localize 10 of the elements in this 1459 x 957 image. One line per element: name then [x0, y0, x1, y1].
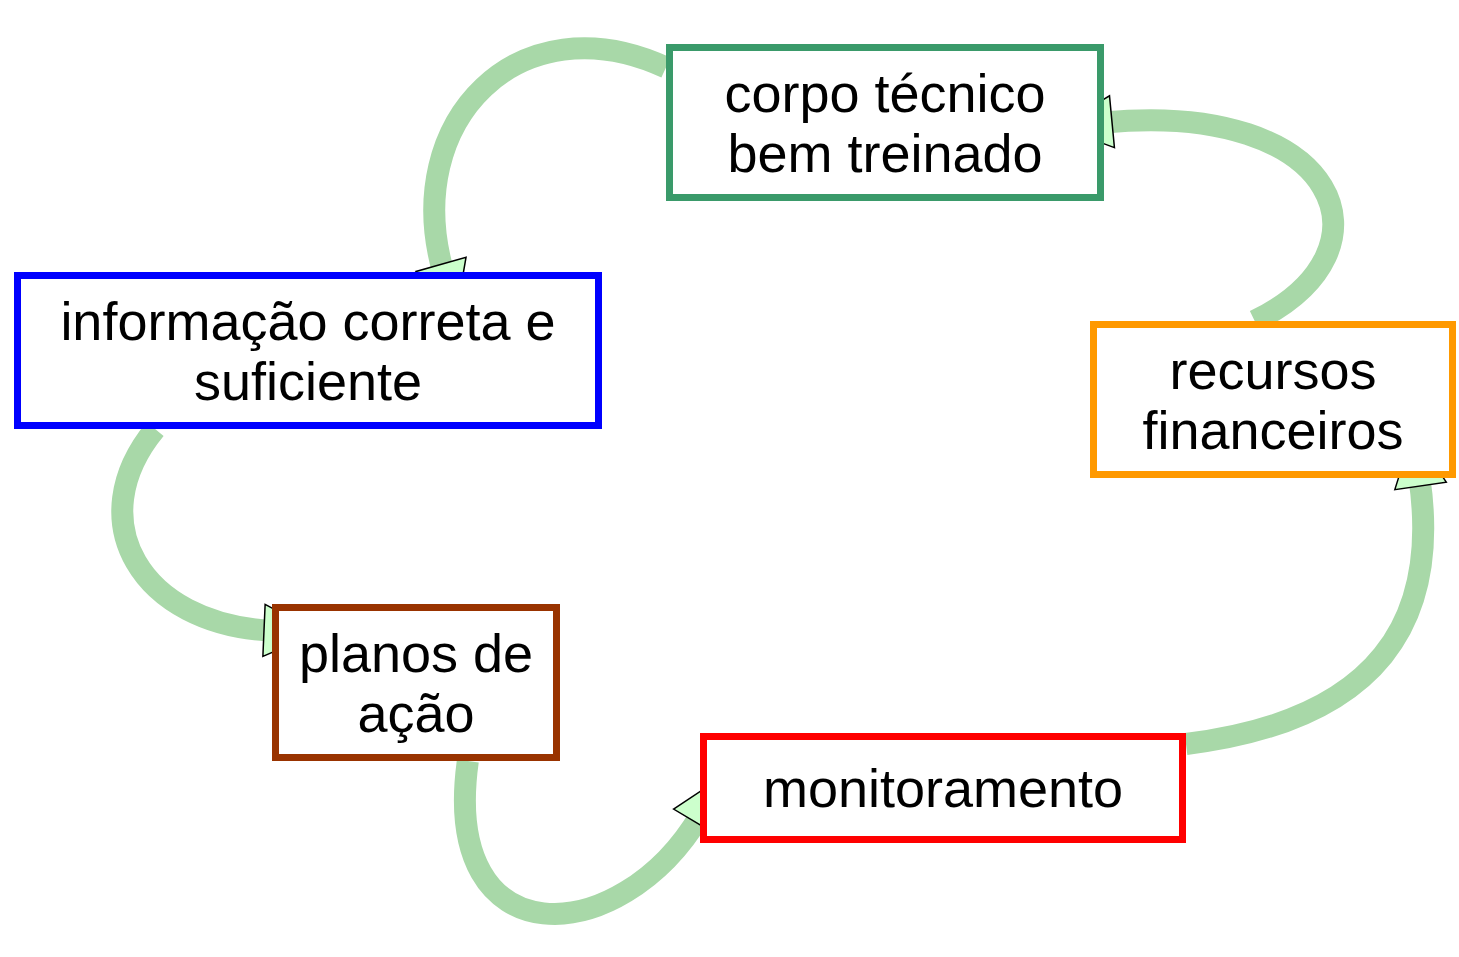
- box-label: informação correta e suficiente: [59, 290, 557, 411]
- box-label: monitoramento: [762, 758, 1124, 818]
- box-label: planos de ação: [297, 622, 535, 743]
- text-box: [272, 604, 560, 761]
- text-box: [666, 44, 1104, 201]
- box-label: corpo técnico bem treinado: [723, 62, 1047, 183]
- box-label: recursos financeiros: [1141, 339, 1405, 460]
- text-box: [14, 272, 602, 429]
- text-box: [700, 733, 1186, 843]
- text-box: [1090, 321, 1456, 478]
